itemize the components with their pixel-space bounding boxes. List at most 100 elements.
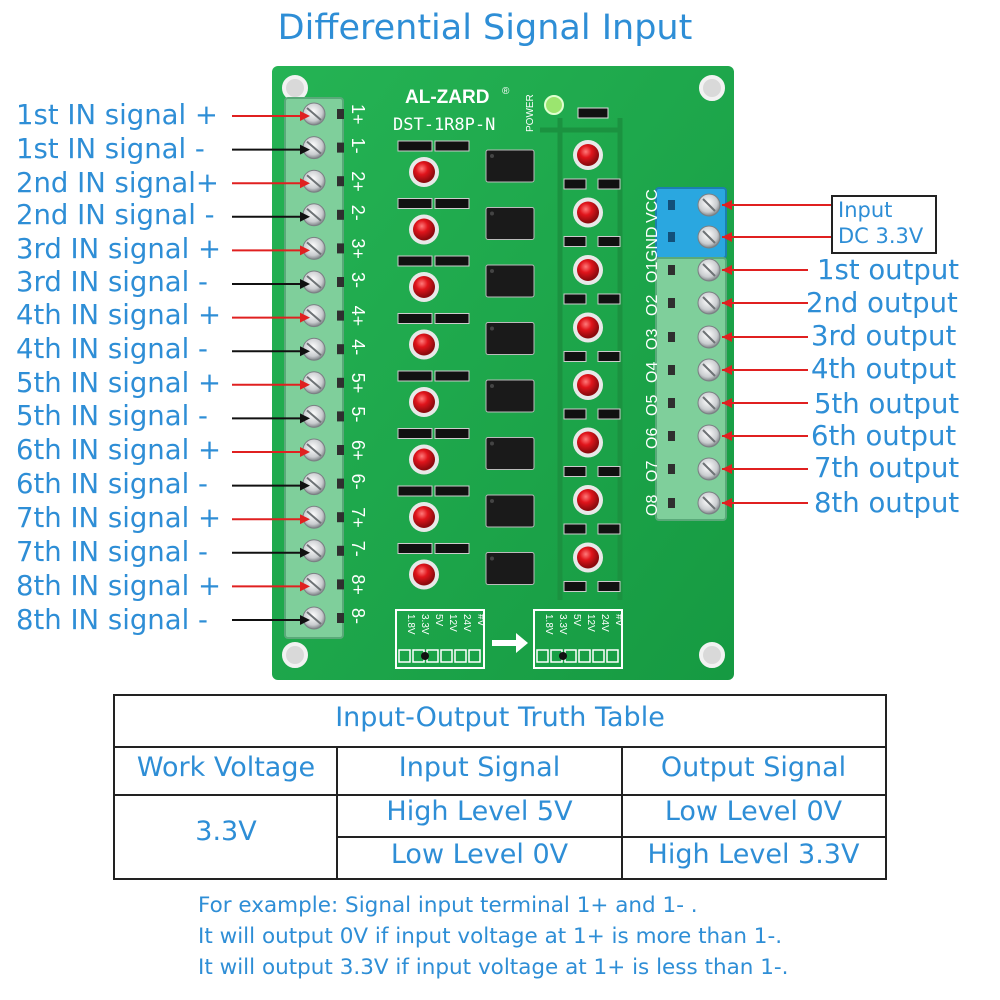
voltage-option: 24V	[599, 614, 610, 632]
input-label: 8th IN signal -	[16, 604, 208, 636]
led-icon	[413, 161, 435, 183]
channel-components	[397, 140, 621, 592]
header-input-signal: Input Signal	[398, 752, 561, 783]
led-icon	[413, 506, 435, 528]
optocoupler-chip	[485, 437, 535, 470]
input-label: 1st IN signal +	[16, 99, 218, 131]
voltage-option: 1.8V	[405, 614, 416, 635]
optocoupler-chip	[485, 207, 535, 240]
terminal-mark: 8+	[348, 574, 368, 595]
left-terminal-screws	[302, 102, 344, 630]
terminal-mark: 6+	[348, 440, 368, 461]
cell-input-low: Low Level 0V	[390, 839, 569, 870]
mounting-holes	[282, 75, 725, 668]
terminal-mark: O3	[644, 329, 661, 350]
usage-notes: For example: Signal input terminal 1+ an…	[198, 890, 788, 983]
terminal-mark: 7+	[348, 507, 368, 528]
led-icon	[413, 333, 435, 356]
voltage-option: #V	[613, 614, 624, 627]
input-label: 7th IN signal -	[16, 536, 208, 568]
input-label: 3rd IN signal +	[16, 233, 222, 265]
output-label: 5th output	[814, 388, 960, 420]
terminal-mark: 1-	[348, 138, 368, 154]
optocoupler-chip	[485, 264, 535, 298]
terminal-mark: 2-	[348, 205, 368, 221]
power-input-box: Input DC 3.3V	[831, 195, 937, 254]
header-work-voltage: Work Voltage	[136, 752, 316, 783]
voltage-option: 12V	[447, 614, 458, 632]
output-label: 1st output	[817, 254, 960, 286]
terminal-mark: O2	[644, 295, 661, 316]
led-icon	[413, 448, 435, 471]
led-icon	[577, 316, 599, 339]
terminal-mark: O7	[644, 461, 661, 482]
input-label: 8th IN signal +	[16, 570, 222, 602]
input-label: 6th IN signal -	[16, 468, 208, 500]
optocoupler-chip	[485, 322, 535, 355]
voltage-option: 5V	[571, 614, 582, 627]
cell-input-high: High Level 5V	[386, 796, 573, 827]
led-icon	[577, 546, 599, 569]
note-line: For example: Signal input terminal 1+ an…	[198, 893, 698, 918]
note-line: It will output 0V if input voltage at 1+…	[198, 924, 783, 949]
led-icon	[577, 489, 599, 511]
brand-text: AL-ZARD	[405, 87, 489, 108]
terminal-mark: O5	[644, 395, 661, 416]
terminal-mark: 8-	[348, 608, 368, 624]
led-icon	[577, 201, 599, 224]
cell-output-high: High Level 3.3V	[647, 839, 860, 870]
led-icon	[577, 259, 599, 281]
terminal-mark: 5-	[348, 406, 368, 422]
output-label: 3rd output	[811, 320, 957, 352]
led-icon	[413, 276, 435, 298]
input-label: 4th IN signal -	[16, 333, 208, 365]
power-input-line1: Input	[838, 198, 893, 222]
jumper-arrow	[492, 633, 528, 653]
terminal-mark: 1+	[348, 104, 368, 125]
header-output-signal: Output Signal	[660, 752, 847, 783]
output-terminal-block	[655, 257, 727, 521]
truth-table-title: Input-Output Truth Table	[335, 702, 665, 733]
led-icon	[413, 218, 435, 241]
led-icon	[577, 431, 599, 454]
voltage-option: #V	[475, 614, 486, 627]
left-terminal-marks: 1+1-2+2-3+3-4+4-5+5-6+6-7+7-8+8-	[348, 104, 368, 624]
cell-work-voltage: 3.3V	[195, 816, 257, 847]
pcb-board-diagram: 1+1-2+2-3+3-4+4-5+5-6+6-7+7-8+8- VCCGNDO…	[232, 66, 831, 680]
power-led	[544, 95, 564, 115]
terminal-mark: 5+	[348, 373, 368, 394]
brand-mark: ®	[502, 86, 510, 97]
terminal-mark: 6-	[348, 474, 368, 490]
voltage-option: 12V	[585, 614, 596, 632]
input-label: 5th IN signal +	[16, 367, 222, 399]
power-input-line2: DC 3.3V	[838, 224, 924, 248]
output-label: 8th output	[814, 487, 960, 519]
terminal-mark: GND	[644, 226, 661, 262]
input-label: 3rd IN signal -	[16, 266, 208, 298]
input-label: 1st IN signal -	[16, 133, 205, 165]
input-pointer-lines	[232, 111, 310, 625]
terminal-mark: O6	[644, 428, 661, 449]
led-icon	[413, 563, 435, 586]
page-title: Differential Signal Input	[277, 8, 693, 48]
input-label: 2nd IN signal+	[16, 167, 219, 199]
optocoupler-chip	[485, 494, 535, 528]
terminal-mark: 3+	[348, 238, 368, 259]
output-label: 4th output	[811, 353, 957, 385]
led-icon	[577, 374, 599, 396]
voltage-option: 3.3V	[419, 614, 430, 635]
output-label: 6th output	[811, 420, 957, 452]
input-label: 7th IN signal +	[16, 502, 222, 534]
terminal-mark: 4-	[348, 339, 368, 355]
terminal-mark: 4+	[348, 306, 368, 327]
output-pointer-lines	[722, 200, 831, 508]
optocoupler-chip	[485, 552, 535, 585]
power-label: POWER	[525, 94, 536, 132]
cell-output-low: Low Level 0V	[664, 796, 843, 827]
input-label: 5th IN signal -	[16, 400, 208, 432]
terminal-mark: VCC	[644, 189, 661, 223]
led-icon	[577, 144, 599, 166]
truth-table: Input-Output Truth Table Work Voltage In…	[113, 694, 887, 880]
